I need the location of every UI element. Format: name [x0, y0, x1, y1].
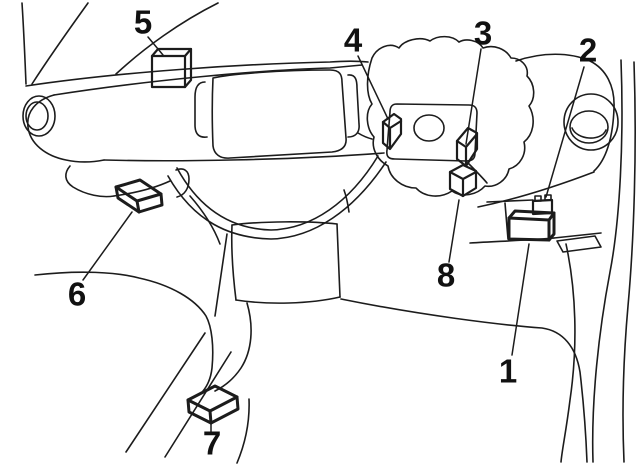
steering-wheel	[167, 155, 387, 240]
callout-6-leader-line	[82, 211, 133, 281]
component-2-small-connector	[531, 194, 554, 216]
component-5-box-on-dash-top	[150, 47, 193, 89]
callout-7-number: 7	[203, 425, 221, 462]
callout-3-number: 3	[474, 15, 492, 52]
callout-3-leader-line	[465, 48, 482, 145]
component-1-box-lower-right	[507, 209, 556, 242]
component-8-connector	[448, 163, 478, 198]
right-a-pillar-door-lines	[560, 59, 636, 463]
callout-2-number: 2	[579, 32, 597, 69]
left-air-vent	[22, 95, 56, 137]
right-dash-and-vent	[469, 53, 619, 253]
callout-6-number: 6	[68, 276, 86, 313]
right-air-vent-outer	[563, 93, 619, 151]
dash-top-edges	[25, 60, 369, 96]
instrument-cluster-hood	[194, 69, 373, 159]
callout-1-number: 1	[499, 353, 517, 390]
steering-column-and-center-stack	[214, 221, 341, 317]
right-air-vent-inner	[569, 110, 609, 144]
component-6-box-under-dash	[114, 178, 164, 214]
left-a-pillar-lines	[21, 2, 219, 85]
callout-5-number: 5	[134, 4, 152, 41]
callout-4-leader-line	[357, 55, 389, 120]
callout-layer: 1 2 3 4 5 6 7 8	[68, 4, 597, 462]
gauge-circle	[413, 114, 445, 142]
callout-8-number: 8	[437, 257, 455, 294]
dashboard-line-art	[21, 2, 636, 464]
callout-5-leader-line	[147, 36, 164, 56]
callout-4-number: 4	[344, 22, 363, 59]
component-4-connector	[381, 112, 403, 151]
callout-1-leader-line	[511, 243, 530, 356]
callout-8-leader-line	[448, 199, 460, 263]
callout-2-leader-line	[545, 66, 585, 198]
left-dash-cap	[27, 94, 105, 163]
dash-lower-edge	[65, 152, 385, 245]
component-7-box-on-floor	[186, 384, 240, 425]
